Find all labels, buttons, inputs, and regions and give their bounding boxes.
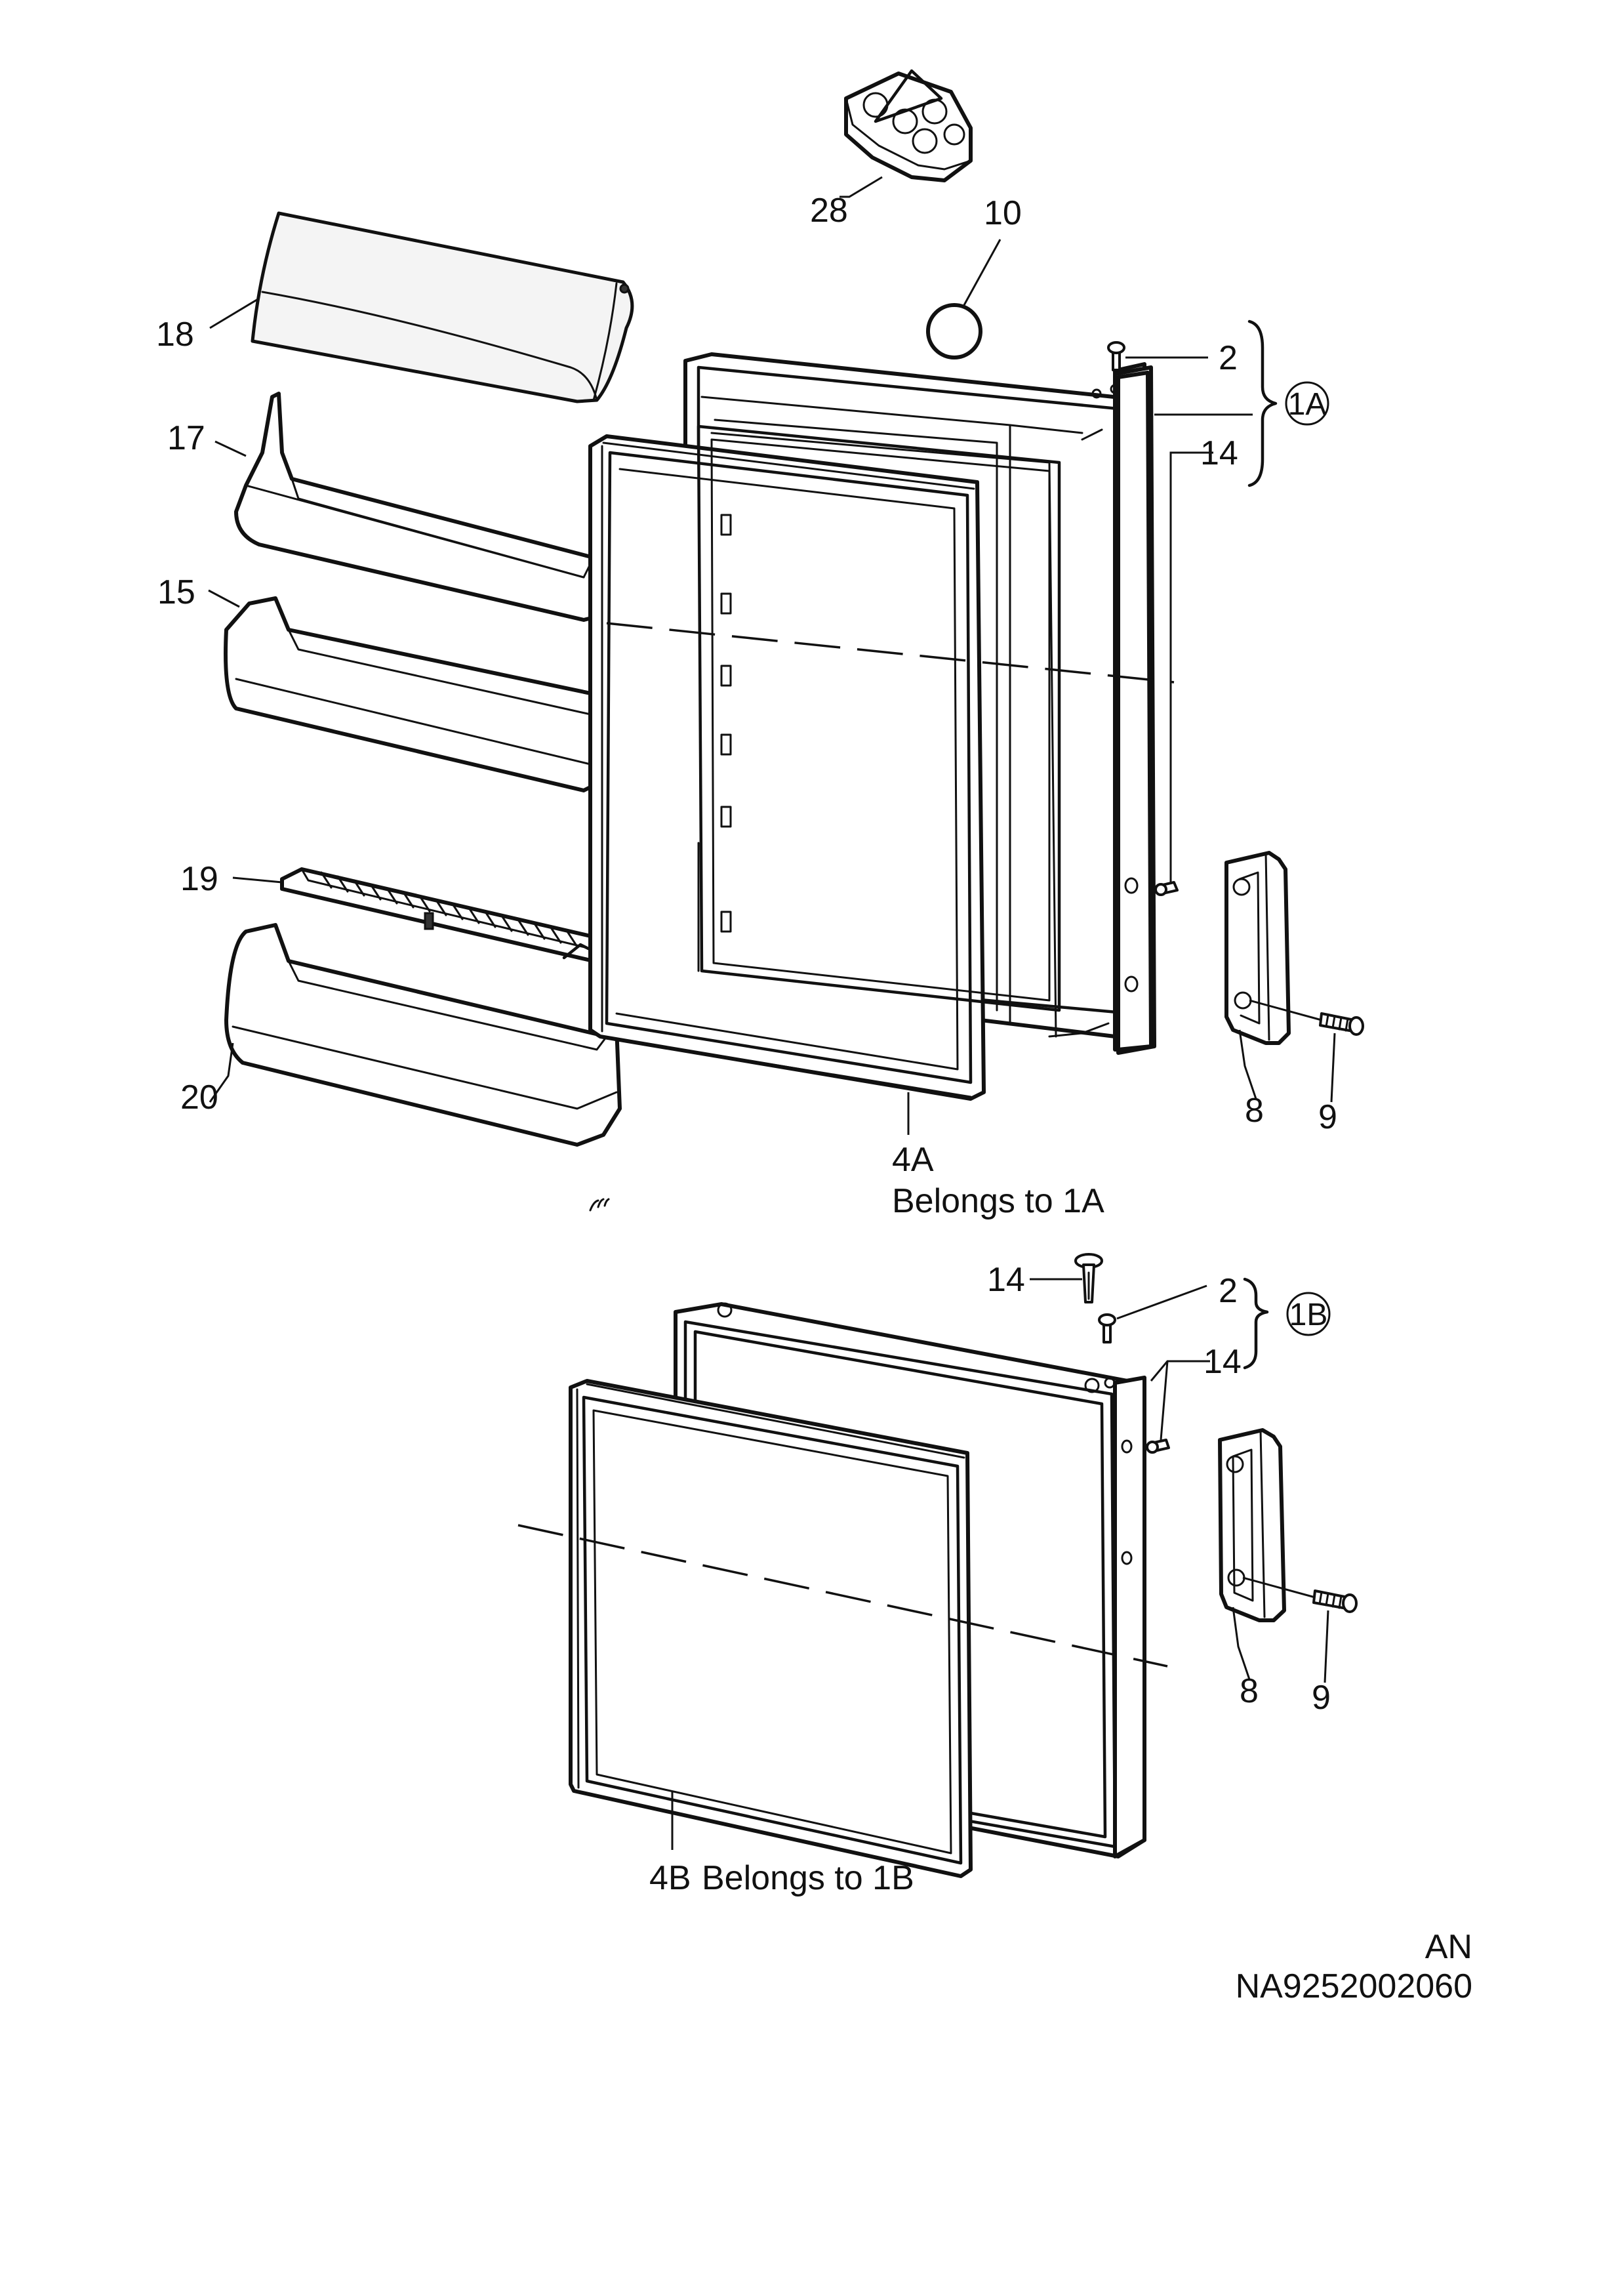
label-2-upper: 2 [1219,339,1238,377]
middle-door-shelf-part-15 [208,589,618,792]
label-10: 10 [984,194,1022,232]
screw-part-14-upper [1154,451,1213,896]
footer-code-an: AN [1425,1928,1472,1966]
bottle-grille-part-19 [232,867,615,963]
circle-1b [1286,1292,1331,1336]
circle-1a [1285,381,1329,426]
screw-part-14-lower-side [1146,1360,1210,1454]
label-17: 17 [167,419,205,457]
label-9-lower: 9 [1312,1679,1331,1717]
label-4a-note: Belongs to 1A [892,1182,1104,1220]
door-frame-1a [697,424,1061,1012]
label-14-upper: 14 [1200,434,1238,472]
label-19: 19 [180,860,218,898]
label-28: 28 [810,192,848,230]
screw-part-9-upper [1249,999,1364,1103]
cap-part-10 [926,239,1001,359]
label-4a: 4A [892,1141,934,1179]
screw-part-2-lower [1098,1284,1207,1343]
label-18: 18 [156,316,194,354]
label-8-lower: 8 [1240,1672,1259,1710]
door-handle-part-8-lower [1218,1428,1286,1680]
dairy-lid-part-18 [209,211,634,403]
bottom-door-shelf-part-20 [209,923,622,1147]
brace-1b [1243,1277,1269,1370]
label-1a: 1A [1288,387,1327,422]
door-handle-part-8-upper [1224,851,1291,1099]
screw-part-2-upper [1107,341,1208,371]
door-gasket-4b [569,1379,973,1878]
label-15: 15 [157,573,195,611]
outer-door-panel-1a [1091,362,1253,1055]
screw-part-9-lower [1242,1576,1358,1683]
label-1b: 1B [1289,1298,1328,1332]
pin-part-14-lower [1030,1253,1103,1303]
alignment-line-1b [517,1524,1168,1668]
label-14-lower-top: 14 [987,1261,1025,1299]
label-20: 20 [180,1078,218,1117]
upper-door-shelf-part-17 [214,392,628,622]
brace-1a [1247,319,1278,487]
label-9-upper: 9 [1318,1098,1337,1136]
label-4b: 4B [649,1859,691,1897]
egg-tray-part-28 [839,69,973,198]
label-14-lower-side: 14 [1203,1343,1242,1381]
label-2-lower: 2 [1219,1272,1238,1310]
alignment-line-1a [606,622,1175,684]
label-8-upper: 8 [1245,1092,1264,1130]
footer-code-number: NA9252002060 [1236,1967,1472,2005]
label-4b-note: Belongs to 1B [702,1859,914,1897]
door-gasket-4a [588,434,986,1101]
stray-mark [589,1198,610,1212]
